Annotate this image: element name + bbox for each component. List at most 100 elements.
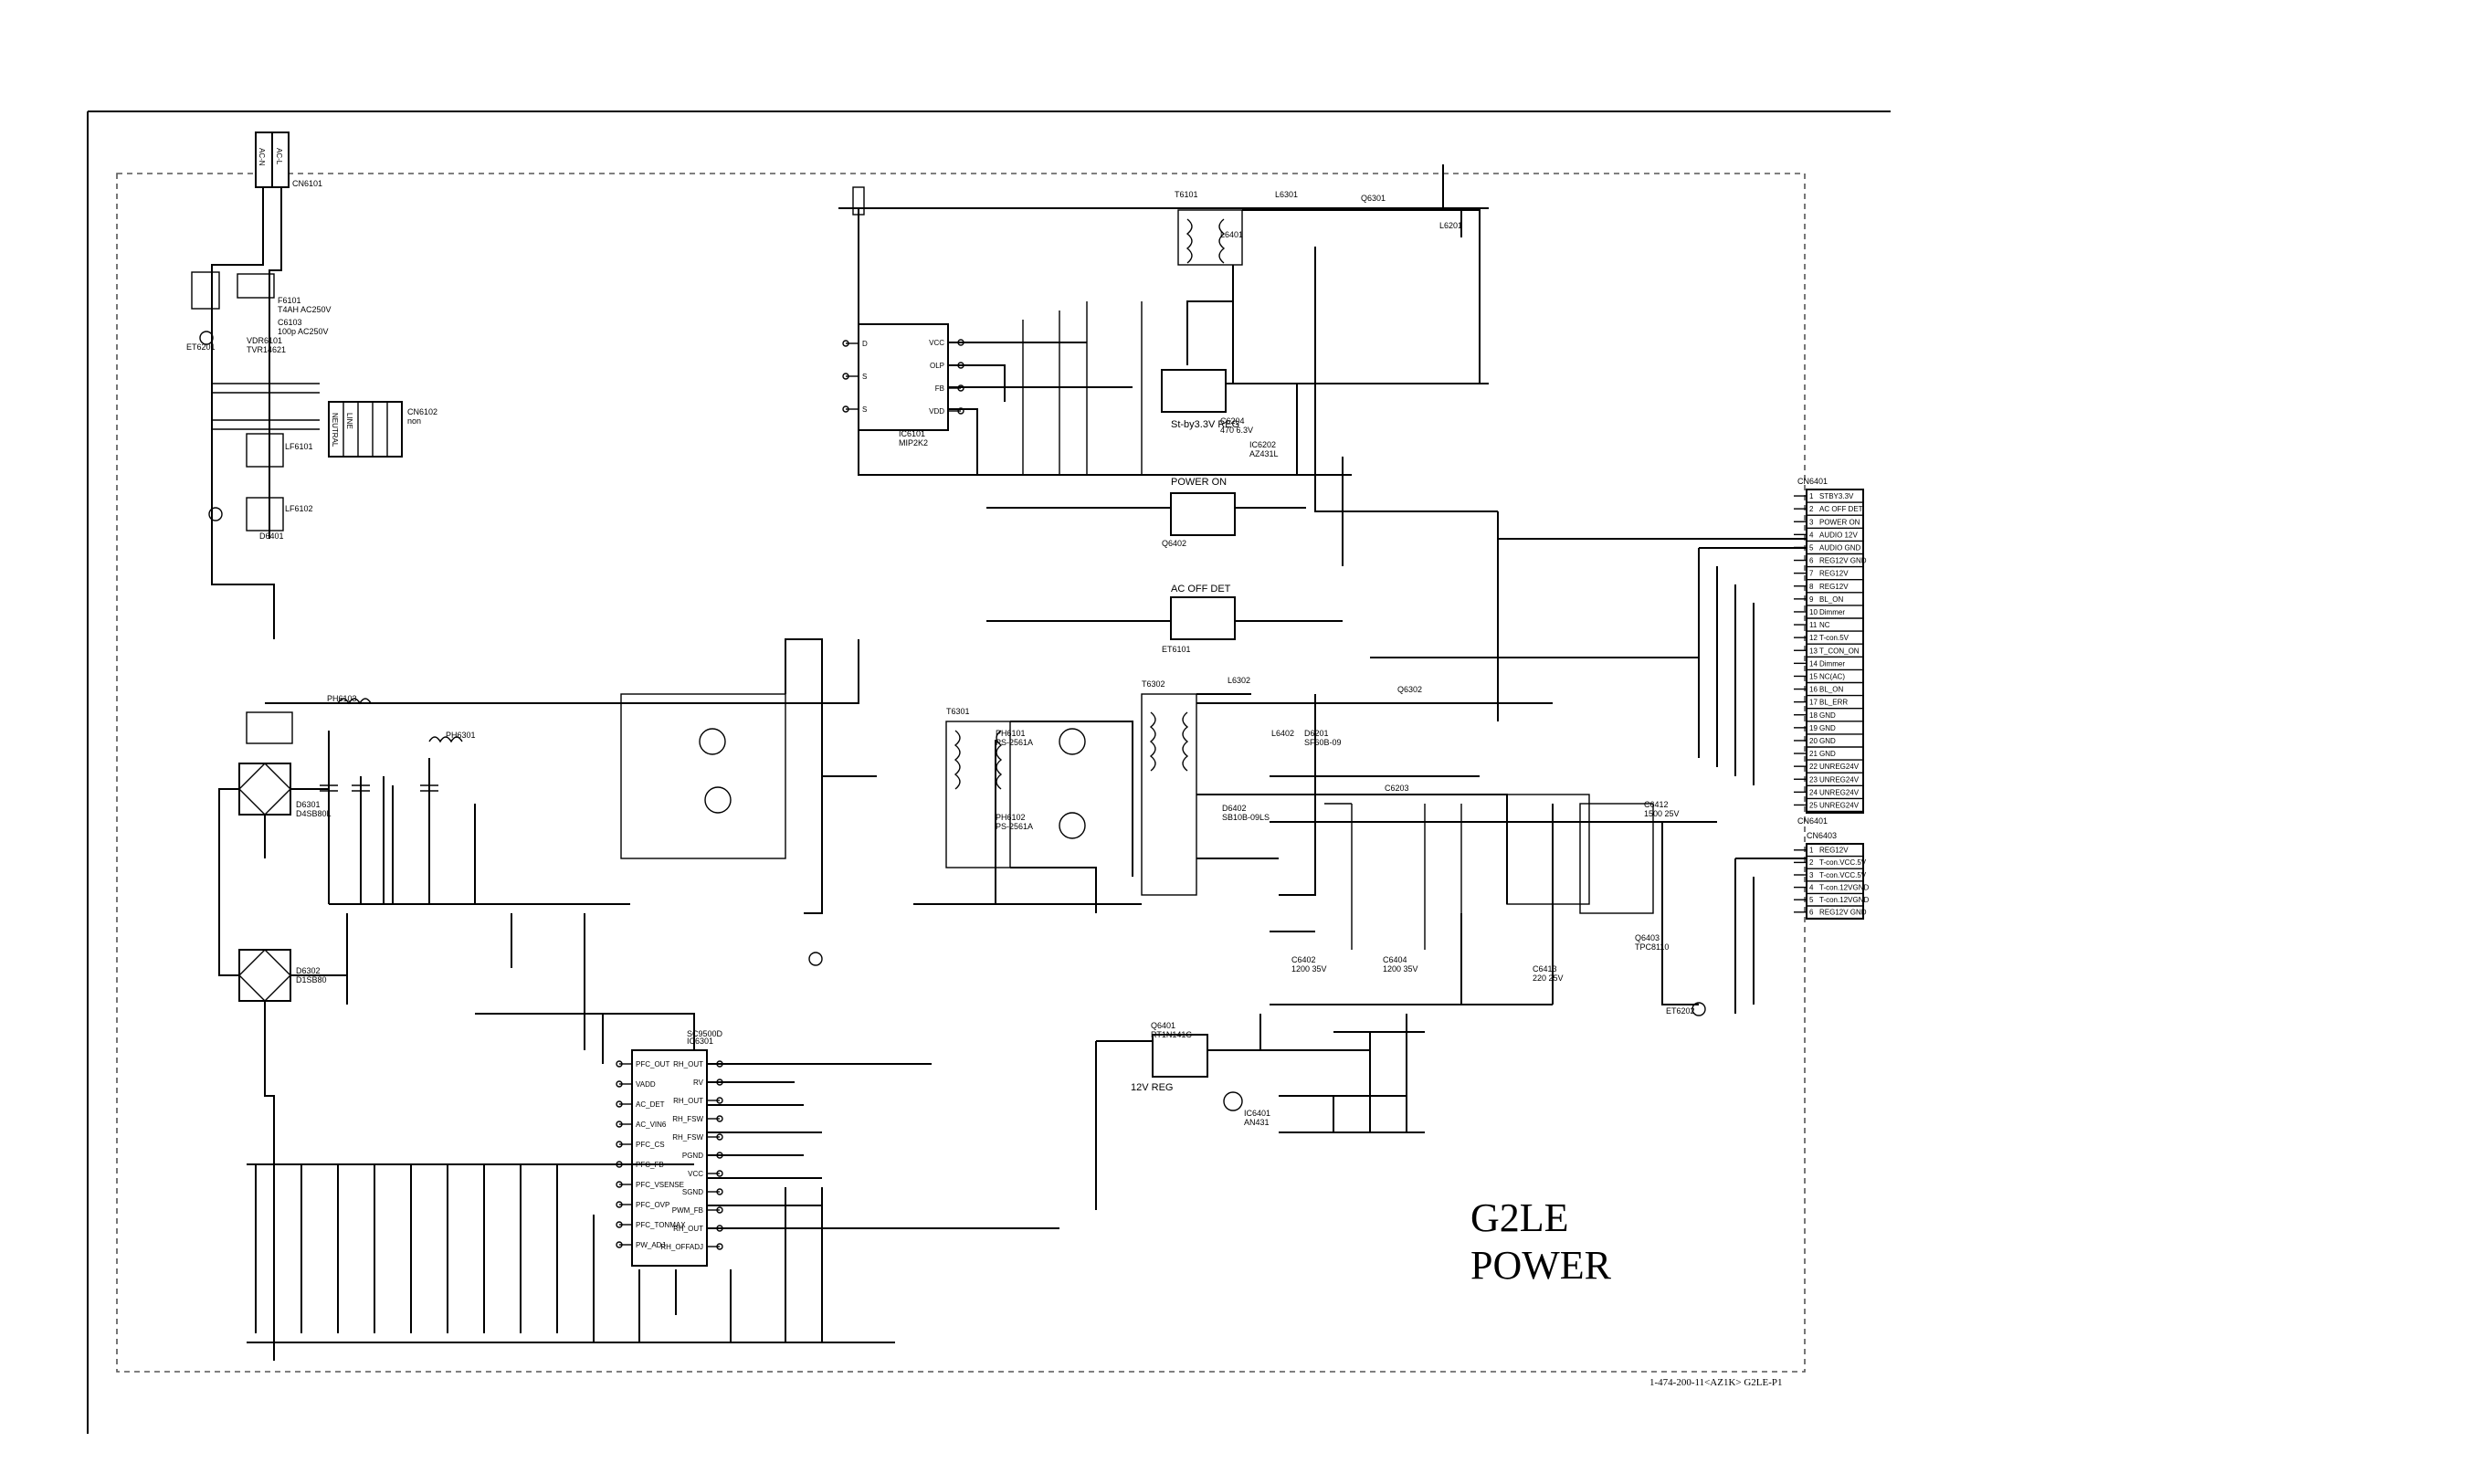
c6412-value: 1200 35V (1291, 964, 1327, 974)
pin-number: 20 (1809, 737, 1818, 745)
ic6101-part: MIP2K2 (899, 438, 928, 447)
pin-label: POWER ON (1819, 518, 1860, 526)
ic6202-ref: IC6202 (1249, 440, 1276, 449)
board-outline (116, 173, 1806, 1373)
pin-number: 23 (1809, 775, 1818, 784)
d6402-value: SB10B-09LS (1222, 813, 1270, 822)
c6203-ref: L6401 (1220, 230, 1243, 239)
pin-number: 3 (1809, 871, 1814, 879)
pin-number: 14 (1809, 659, 1818, 668)
ic-pin-pad (842, 373, 849, 380)
cn6102-value: non (407, 416, 421, 426)
ph6102-value: 470 6.3V (1220, 426, 1253, 435)
ph6301-ref: Q6401 (1151, 1021, 1175, 1030)
q6301-value: PS-2561A (996, 738, 1033, 747)
ph6301-value: RT1N141C (1151, 1030, 1192, 1039)
main-transformers (913, 693, 1316, 913)
cn6401-body (1806, 489, 1864, 814)
pin-label: AUDIO 12V (1819, 531, 1858, 539)
c6413-value: 1200 35V (1383, 964, 1418, 974)
pin-number: 18 (1809, 711, 1818, 720)
pfc-section: PH6103 PH6301 (265, 639, 859, 1015)
reg12v-label: 12V REG (1131, 1082, 1173, 1093)
pin-number: 25 (1809, 802, 1818, 810)
ic6301-ref: IC6301 (687, 1037, 713, 1046)
fuse-ref: F6101 (278, 296, 301, 305)
ic-pin-pad (842, 340, 849, 347)
ic-pin-pad (616, 1141, 623, 1148)
pin-label: T-con.VCC.5V (1819, 858, 1867, 867)
c6204-ref: L6201 (1439, 221, 1462, 230)
ic-pin-label: RH_FSW (672, 1115, 703, 1123)
c6404-ref: D6201 (1304, 729, 1329, 738)
ic-pin-pad (616, 1100, 623, 1108)
pin-label: AUDIO GND (1819, 544, 1861, 553)
ic-pin-label: RH_OUT (673, 1060, 703, 1068)
q6402-value: TPC8110 (1635, 942, 1669, 952)
ic-pin-label: PGND (682, 1152, 703, 1160)
pin-label: GND (1819, 711, 1836, 720)
pin-label: UNREG24V (1819, 775, 1860, 784)
d6301-ref: D6301 (296, 800, 321, 809)
ic6401-value: AN431 (1244, 1118, 1270, 1127)
d6201-ref: L6301 (1275, 190, 1298, 199)
fuse-value: T4AH AC250V (278, 305, 332, 314)
pin-label: STBY3.3V (1819, 492, 1854, 500)
cn6102-pin2: LINE (345, 413, 353, 429)
ic-pin-pad (716, 1206, 723, 1214)
ic-pin-label: RH_OUT (673, 1225, 703, 1233)
q6401-ref: C6413 (1533, 964, 1557, 974)
pin-number: 7 (1809, 570, 1814, 578)
ac-pin-l: AC-L (275, 148, 283, 165)
ic-pin-pad (616, 1221, 623, 1228)
cn6102-connector (328, 401, 403, 458)
pin-number: 1 (1809, 847, 1814, 855)
c6103-ref: C6103 (278, 318, 302, 327)
ic6301-part: SC9500D (687, 1029, 723, 1038)
ic-pin-label: PFC_OVP (636, 1201, 669, 1209)
ic-pin-pad (716, 1115, 723, 1122)
lf-extra-ref: D6401 (259, 532, 284, 541)
pin-label: BL_ON (1819, 595, 1843, 604)
ic-pin-pad (616, 1060, 623, 1068)
pin-label: UNREG24V (1819, 763, 1860, 771)
pin-number: 8 (1809, 583, 1814, 591)
diagram-title-model: G2LE (1470, 1195, 1569, 1240)
ic-pin-label: D (862, 340, 868, 348)
l6302-ref: PH6301 (446, 731, 476, 740)
ic-pin-label: AC_VIN6 (636, 1121, 667, 1129)
ic-pin-label: FB (935, 384, 944, 393)
c6413-ref: C6404 (1383, 955, 1407, 964)
ic-pin-pad (842, 405, 849, 413)
ground-icon (199, 331, 214, 345)
ic-pin-label: VCC (929, 339, 944, 347)
ground-icon (808, 952, 823, 966)
d6302-value: D1SB80 (296, 975, 327, 984)
ic-pin-label: RH_OUT (673, 1097, 703, 1105)
pin-number: 4 (1809, 531, 1814, 539)
lf6101-ref: LF6101 (285, 442, 313, 451)
pin-number: 12 (1809, 634, 1818, 642)
pin-number: 10 (1809, 608, 1818, 616)
d6301-value: D4SB80L (296, 809, 332, 818)
c6103-value: 100p AC250V (278, 327, 329, 336)
c6404-value: SF60B-09 (1304, 738, 1342, 747)
d6402-ref: D6402 (1222, 804, 1247, 813)
ic6202-value: AZ431L (1249, 449, 1279, 458)
l6201-ref: Q6301 (1361, 194, 1386, 203)
pin-number: 6 (1809, 909, 1814, 917)
d6302-ref: D6302 (296, 966, 321, 975)
pin-number: 3 (1809, 518, 1814, 526)
ic6301-body (631, 1049, 708, 1267)
ic-pin-label: SGND (682, 1188, 703, 1196)
t6301-ref: T6301 (946, 707, 970, 716)
pin-label: NC (1819, 621, 1830, 629)
q6302-ref: PH6102 (996, 813, 1026, 822)
pin-label: REG12V (1819, 570, 1849, 578)
et6101-ref: ET6201 (186, 342, 216, 352)
ic6301: IC6301 SC9500D PFC_OUTVADDAC_DETAC_VIN6P… (584, 913, 723, 1267)
pin-label: REG12V (1819, 583, 1849, 591)
